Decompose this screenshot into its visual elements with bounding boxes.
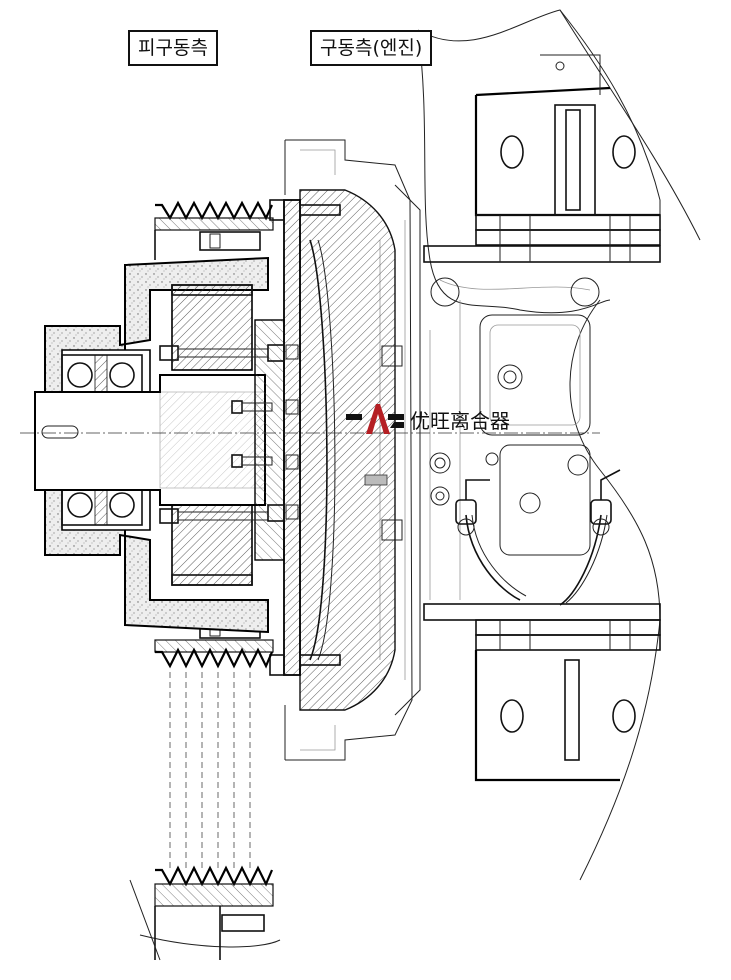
adapter-plate [269, 199, 301, 676]
flywheel [299, 189, 396, 711]
lower-engine-bracket [423, 603, 661, 782]
upper-engine-bracket [423, 54, 661, 263]
belt-lines [169, 672, 251, 870]
lower-driven-pulley [129, 865, 281, 961]
top-pulley [154, 200, 274, 260]
driven-side-label: 피구동측 [128, 30, 218, 66]
input-shaft [34, 374, 266, 506]
ring-gear-detail [364, 345, 403, 541]
face-bolts [285, 344, 299, 520]
hydraulic-lines [455, 469, 621, 606]
engine-block-outline [417, 9, 701, 881]
hub-cap-screws [159, 344, 285, 524]
driving-side-engine-label: 구동측(엔진) [310, 30, 433, 66]
clutch-hub [171, 284, 285, 586]
flywheel-bolts [299, 204, 341, 666]
company-name: 优旺离合器 [410, 408, 510, 433]
hac-logo [346, 404, 404, 434]
watermark-brand: 优旺离合器 [344, 402, 510, 436]
